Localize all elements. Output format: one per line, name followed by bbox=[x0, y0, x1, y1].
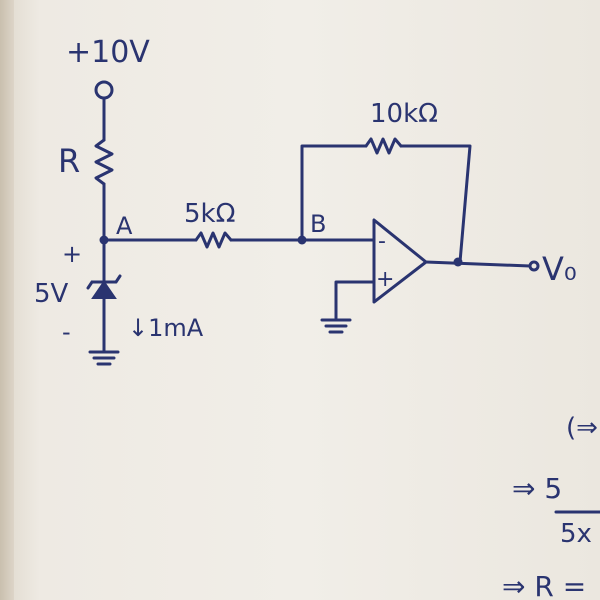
resistor-r bbox=[94, 138, 114, 186]
wire-noninv-to-ground bbox=[334, 280, 376, 320]
supply-terminal bbox=[94, 80, 114, 100]
zener-voltage-label: 5V bbox=[34, 279, 69, 309]
margin-note-1: (⇒ bbox=[566, 413, 598, 443]
zener-triangle bbox=[91, 280, 117, 299]
zener-plus-label: + bbox=[62, 240, 82, 268]
wire-output bbox=[424, 260, 532, 268]
resistor-10k-label: 10kΩ bbox=[370, 99, 438, 129]
node-a-label: A bbox=[116, 212, 133, 240]
output-label: V₀ bbox=[542, 250, 577, 288]
node-b-label: B bbox=[310, 210, 326, 238]
resistor-5k-label: 5kΩ bbox=[184, 199, 235, 229]
wire-feedback-right bbox=[399, 144, 472, 264]
resistor-10k bbox=[364, 137, 403, 155]
ground-opamp-icon bbox=[320, 318, 352, 334]
margin-note-3: 5x bbox=[560, 519, 592, 549]
zener-minus-label: - bbox=[62, 318, 71, 346]
opamp-noninverting-label: + bbox=[376, 267, 394, 292]
resistor-r-label: R bbox=[58, 142, 80, 180]
output-node-dot bbox=[453, 257, 463, 267]
resistor-5k bbox=[194, 231, 233, 249]
zener-current-label: ↓1mA bbox=[128, 314, 204, 342]
opamp-inverting-label: - bbox=[378, 229, 386, 254]
margin-note-4: ⇒ R = bbox=[502, 570, 586, 600]
paper-edge bbox=[0, 0, 14, 600]
output-terminal bbox=[528, 260, 540, 272]
wire-feedback-left bbox=[300, 144, 368, 242]
ground-zener-icon bbox=[88, 350, 120, 366]
opamp-triangle bbox=[372, 218, 428, 304]
margin-note-2: ⇒ 5 bbox=[512, 472, 562, 505]
supply-label: +10V bbox=[66, 35, 150, 70]
